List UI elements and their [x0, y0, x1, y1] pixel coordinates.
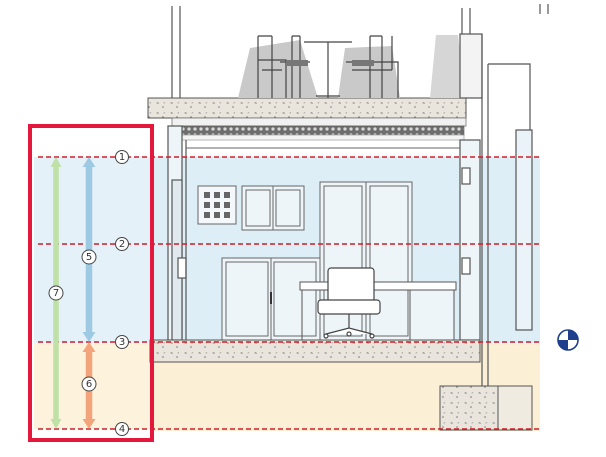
level-marker-label: 3: [119, 337, 125, 348]
highlight-frame: [28, 124, 154, 442]
dimension-marker: [81, 376, 97, 392]
level-marker-4: [115, 422, 129, 436]
wall-panel: [197, 185, 237, 225]
level-marker-2: [115, 237, 129, 251]
dimension-label: 7: [53, 288, 59, 299]
low-cabinet: [221, 257, 321, 341]
dimension-marker: [81, 249, 97, 265]
level-marker-1: [115, 150, 129, 164]
foundation: [439, 385, 533, 431]
office-chair: [317, 267, 381, 339]
dimension-arrowhead-top: [50, 157, 62, 167]
level-marker-label: 2: [119, 239, 125, 250]
dimension-arrowhead-top: [82, 342, 96, 352]
elevation-datum-icon: [557, 329, 579, 351]
dimension-arrowhead-top: [82, 157, 96, 167]
upper-cabinet: [241, 185, 305, 231]
floor-slab: [149, 339, 481, 363]
level-marker-label: 4: [119, 424, 125, 435]
level-marker-3: [115, 335, 129, 349]
dimension-arrowhead-bottom: [82, 332, 96, 342]
dimension-label: 5: [86, 252, 92, 263]
dimension-marker: [48, 285, 64, 301]
rooftop-furniture: [257, 35, 399, 98]
level-marker-label: 1: [119, 152, 125, 163]
dimension-arrowhead-bottom: [82, 419, 96, 429]
dimension-arrows: 5 6 7: [48, 157, 97, 429]
dimension-arrow-7: 7: [48, 157, 64, 429]
roof-slab: [147, 97, 467, 141]
facade-left: [167, 6, 187, 341]
level-markers: 1 2 3 4: [115, 150, 129, 436]
desk: [299, 281, 457, 341]
dimension-label: 6: [86, 379, 92, 390]
tall-cabinet: [319, 181, 413, 341]
facade-right: [459, 4, 549, 386]
dimension-arrowhead-bottom: [50, 419, 62, 429]
dimension-arrow-5: 5: [81, 157, 97, 342]
dimension-arrow-6: 6: [81, 342, 97, 429]
